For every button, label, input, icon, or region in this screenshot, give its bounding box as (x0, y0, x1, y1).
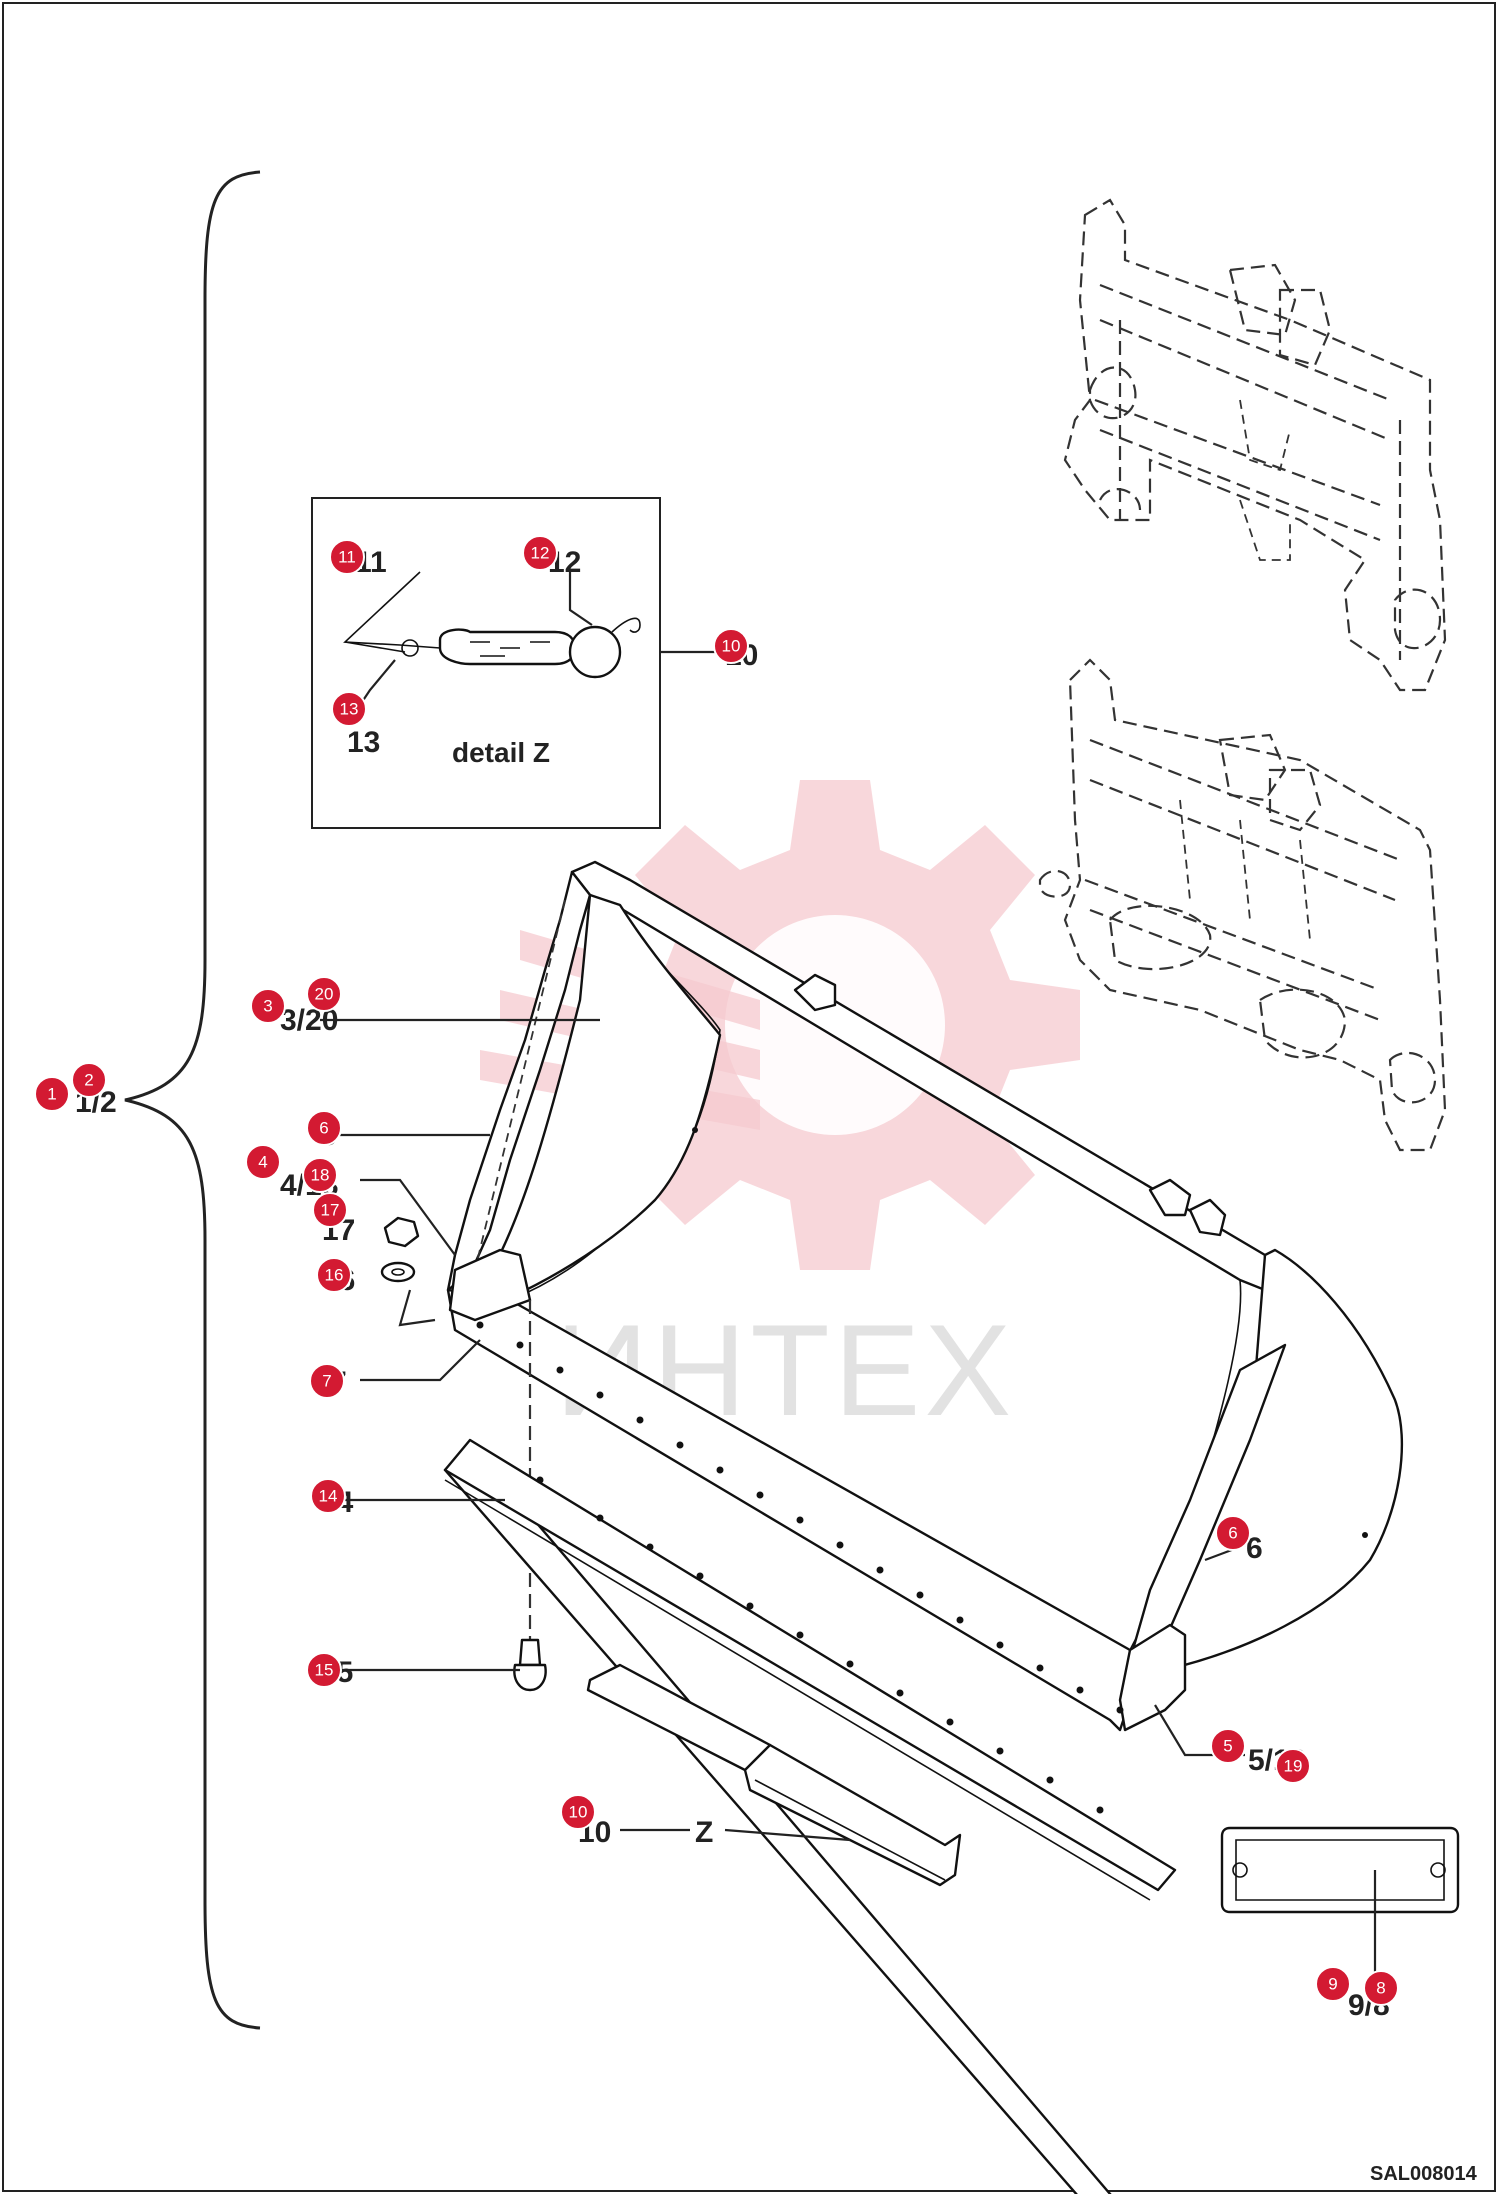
svg-text:4: 4 (258, 1153, 267, 1172)
svg-text:20: 20 (315, 985, 334, 1004)
svg-text:13: 13 (340, 700, 359, 719)
callout-11: 11 (329, 539, 365, 575)
detail-z-box (311, 497, 720, 829)
svg-text:17: 17 (321, 1201, 340, 1220)
svg-text:3: 3 (263, 997, 272, 1016)
assembly-brace (124, 170, 261, 2030)
callout-17: 17 (312, 1192, 348, 1228)
callout-12: 12 (522, 535, 558, 571)
callout-14: 14 (310, 1478, 346, 1514)
label-rubber-strap: 13 (347, 726, 380, 759)
callout-16: 16 (316, 1257, 352, 1293)
svg-text:7: 7 (322, 1372, 331, 1391)
detail-title: detail Z (452, 737, 550, 768)
svg-text:11: 11 (338, 548, 356, 567)
plow-bolt (513, 1638, 547, 1692)
quick-coupler-upper (1063, 198, 1447, 692)
svg-text:14: 14 (319, 1487, 338, 1506)
callout-13: 13 (331, 691, 367, 727)
quick-coupler-lower (1038, 658, 1447, 1152)
cutting-edge-holes (536, 1476, 1104, 1814)
label-side-wear-plate-right: 6 (1246, 1532, 1263, 1565)
callout-4: 4 (245, 1144, 281, 1180)
svg-text:19: 19 (1284, 1757, 1303, 1776)
svg-text:6: 6 (319, 1119, 328, 1138)
callout-10-bottom: 10 (560, 1794, 596, 1830)
bucket-body (446, 860, 1404, 1732)
cutting-edge (443, 1438, 1177, 2194)
callout-9: 9 (1315, 1966, 1351, 2002)
nameplate (1220, 1826, 1460, 1914)
svg-text:2: 2 (84, 1071, 93, 1090)
callout-19: 19 (1275, 1748, 1311, 1784)
svg-text:5: 5 (1223, 1737, 1232, 1756)
svg-text:6: 6 (1228, 1524, 1237, 1543)
callout-20: 20 (306, 976, 342, 1012)
svg-text:10: 10 (722, 637, 741, 656)
svg-text:18: 18 (311, 1166, 330, 1185)
drawing-code: SAL008014 (1370, 2163, 1478, 2185)
svg-text:9: 9 (1328, 1975, 1337, 1994)
svg-text:15: 15 (315, 1661, 334, 1680)
callout-8: 8 (1363, 1970, 1399, 2006)
callout-5: 5 (1210, 1728, 1246, 1764)
callout-6-left: 6 (306, 1110, 342, 1146)
svg-text:12: 12 (531, 544, 550, 563)
edge-protector (586, 1663, 962, 1887)
svg-text:8: 8 (1376, 1979, 1385, 1998)
callout-2: 2 (71, 1062, 107, 1098)
nut-and-washer (380, 1216, 436, 1327)
callout-15: 15 (306, 1652, 342, 1688)
svg-text:10: 10 (569, 1803, 588, 1822)
callout-10-detail: 10 (713, 628, 749, 664)
callout-7: 7 (309, 1363, 345, 1399)
callout-18: 18 (302, 1157, 338, 1193)
callout-1: 1 (34, 1076, 70, 1112)
callout-3: 3 (250, 988, 286, 1024)
label-detail-reference: Z (695, 1816, 713, 1849)
callout-6-right: 6 (1215, 1515, 1251, 1551)
svg-text:16: 16 (325, 1266, 344, 1285)
svg-text:1: 1 (47, 1085, 56, 1104)
floor-bolt-holes (476, 1321, 1124, 1714)
